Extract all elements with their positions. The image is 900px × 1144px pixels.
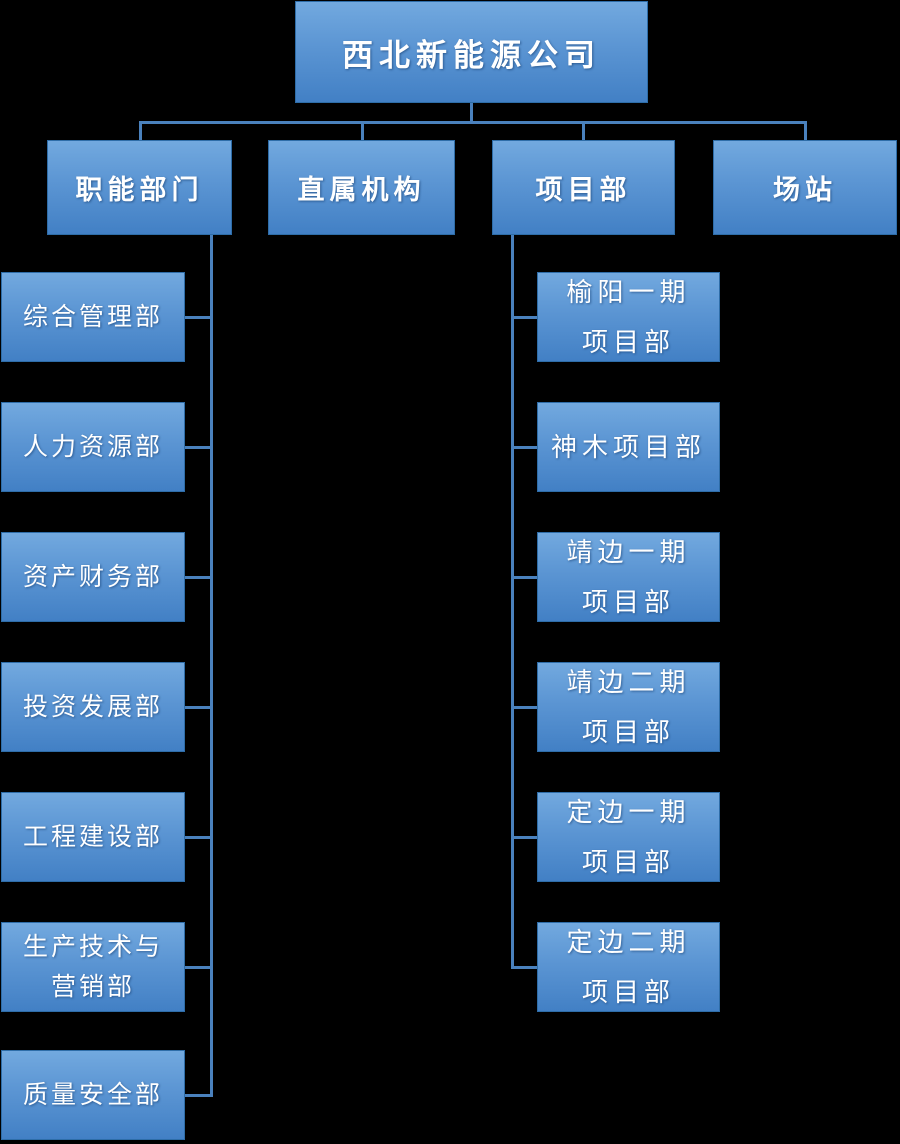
connector-project-2 (511, 576, 537, 579)
org-node-stations: 场站 (713, 140, 897, 235)
org-node-human-resources: 人力资源部 (1, 402, 185, 492)
connector-functional-5 (185, 966, 213, 969)
org-node-jingbian-phase1: 靖边一期 项目部 (537, 532, 720, 622)
org-node-company-root: 西北新能源公司 (295, 1, 648, 103)
org-node-functional-departments: 职能部门 (47, 140, 232, 235)
connector-project-5 (511, 966, 537, 969)
connector-functional-6 (185, 1094, 213, 1097)
connector-functional-4 (185, 836, 213, 839)
connector-functional-trunk (210, 235, 213, 1097)
connector-functional-0 (185, 316, 213, 319)
connector-project-0 (511, 316, 537, 319)
connector-stub-project (582, 121, 585, 140)
org-node-yuyang-phase1: 榆阳一期 项目部 (537, 272, 720, 362)
connector-project-1 (511, 446, 537, 449)
org-node-dingbian-phase2: 定边二期 项目部 (537, 922, 720, 1012)
org-node-project-department: 项目部 (492, 140, 675, 235)
connector-functional-3 (185, 706, 213, 709)
connector-project-4 (511, 836, 537, 839)
connector-functional-2 (185, 576, 213, 579)
org-node-quality-safety: 质量安全部 (1, 1050, 185, 1140)
org-node-production-tech-marketing: 生产技术与 营销部 (1, 922, 185, 1012)
connector-functional-1 (185, 446, 213, 449)
org-node-jingbian-phase2: 靖边二期 项目部 (537, 662, 720, 752)
connector-root-stub (470, 103, 473, 122)
connector-project-trunk (511, 235, 514, 968)
org-node-general-management: 综合管理部 (1, 272, 185, 362)
connector-level2-bus (139, 121, 807, 124)
org-node-shenmu: 神木项目部 (537, 402, 720, 492)
connector-project-3 (511, 706, 537, 709)
org-node-assets-finance: 资产财务部 (1, 532, 185, 622)
org-node-investment-development: 投资发展部 (1, 662, 185, 752)
connector-stub-functional (139, 121, 142, 140)
org-node-engineering-construction: 工程建设部 (1, 792, 185, 882)
org-node-dingbian-phase1: 定边一期 项目部 (537, 792, 720, 882)
org-node-affiliated-institutions: 直属机构 (268, 140, 455, 235)
connector-stub-affiliated (361, 121, 364, 140)
connector-stub-station (804, 121, 807, 140)
